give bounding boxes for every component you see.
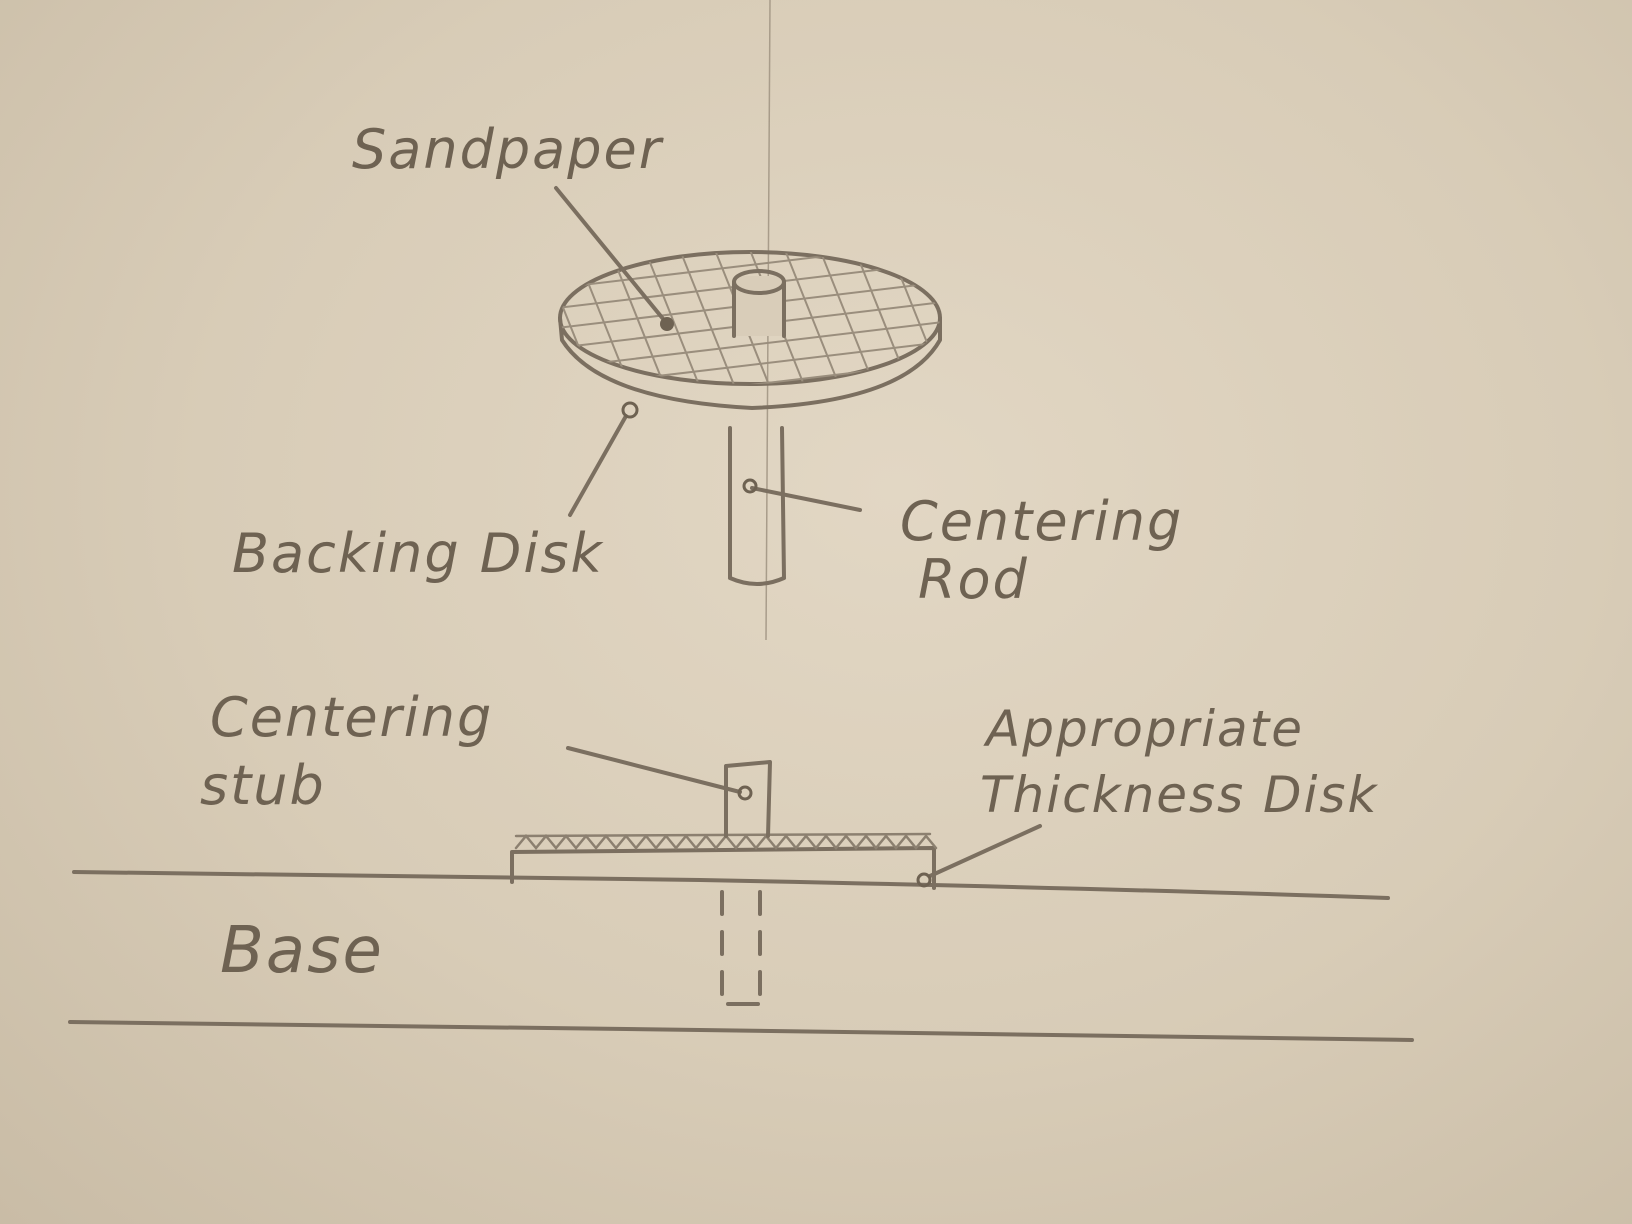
base-bottom-line: [68, 1020, 1414, 1042]
backing-disk-leader-dot: [621, 401, 639, 419]
label-thickness-disk-line1: Appropriate: [983, 700, 1304, 758]
centering-rod-leader: [750, 486, 862, 512]
backing-disk-edge: [558, 316, 942, 410]
hidden-rod-in-base: [720, 890, 762, 1008]
centering-rod-leader-dot: [742, 478, 758, 494]
sandpaper-top-edge: [514, 832, 932, 838]
label-centering-stub-line2: stub: [200, 754, 326, 817]
sandpaper-leader-dot: [660, 317, 674, 331]
centering-stub-leader-dot: [737, 785, 753, 801]
centering-rod: [728, 426, 786, 586]
label-centering-rod-line1: Centering: [900, 490, 1183, 553]
label-thickness-disk-line2: Thickness Disk: [980, 766, 1378, 824]
label-centering-rod-line2: Rod: [918, 548, 1029, 611]
base-top-line: [72, 870, 1390, 900]
centering-stub: [724, 760, 772, 838]
sandpaper-leader: [554, 186, 666, 322]
backing-disk-leader: [568, 414, 628, 517]
thickness-disk: [510, 846, 936, 890]
base-cross-section: [68, 760, 1414, 1042]
label-backing-disk: Backing Disk: [232, 522, 604, 585]
label-centering-stub-line1: Centering: [210, 686, 493, 749]
centering-stub-leader: [566, 746, 742, 794]
thickness-disk-leader: [928, 824, 1042, 878]
label-base: Base: [220, 914, 384, 988]
label-sandpaper: Sandpaper: [352, 118, 664, 181]
sanding-disk-assembly: [558, 250, 942, 586]
centering-rod-top: [732, 269, 786, 338]
thickness-disk-leader-dot: [916, 872, 932, 888]
